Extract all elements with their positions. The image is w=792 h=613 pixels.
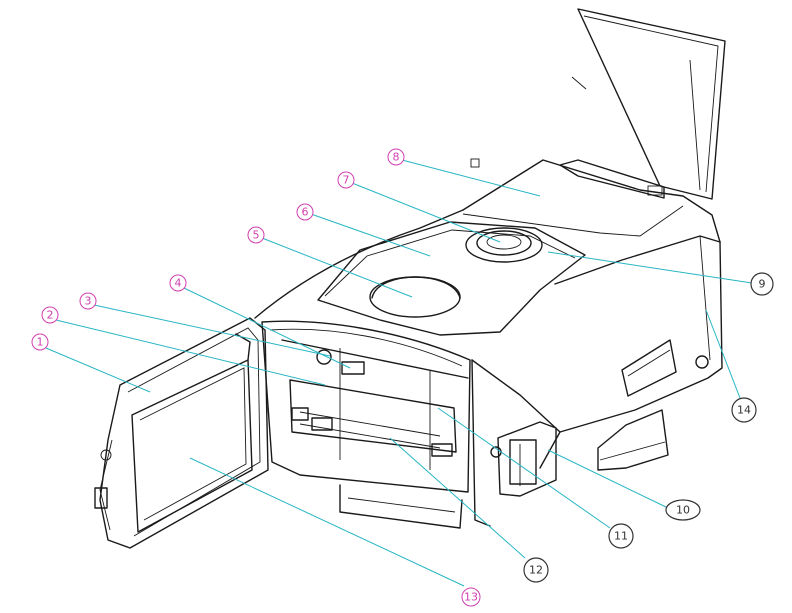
callout-12-label: 12 [529, 564, 543, 577]
callout-8-label: 8 [393, 151, 400, 164]
callout-10: 10 [666, 500, 700, 520]
callout-2-label: 2 [47, 309, 54, 322]
leader-7 [352, 183, 500, 242]
callout-11-label: 11 [614, 530, 628, 543]
callout-6-label: 6 [302, 206, 309, 219]
camera-drawing [95, 9, 725, 548]
callout-3-label: 3 [85, 295, 92, 308]
callout-5: 5 [248, 227, 264, 243]
square-mark [471, 159, 479, 167]
callout-11: 11 [609, 524, 633, 548]
callout-3: 3 [80, 293, 96, 309]
latch [491, 422, 556, 496]
leader-lines [46, 160, 752, 586]
callout-5-label: 5 [253, 229, 260, 242]
callout-6: 6 [297, 204, 313, 220]
callout-14: 14 [732, 398, 756, 422]
callout-1: 1 [32, 334, 48, 350]
callout-1-label: 1 [37, 336, 44, 349]
callout-9: 9 [751, 273, 773, 295]
callout-4-label: 4 [175, 277, 182, 290]
callout-12: 12 [524, 558, 548, 582]
housing-body [255, 160, 722, 528]
leader-14 [706, 310, 740, 398]
leader-12 [390, 438, 525, 558]
callout-10-label: 10 [676, 504, 690, 517]
callout-13: 13 [462, 588, 480, 606]
callout-9-label: 9 [759, 278, 766, 291]
leader-4 [184, 288, 350, 368]
leader-5 [262, 238, 412, 297]
front-door [95, 318, 268, 548]
leader-9 [548, 252, 752, 283]
flip-screen [560, 9, 725, 199]
callout-2: 2 [42, 307, 58, 323]
leader-3 [94, 305, 330, 356]
callout-8: 8 [388, 149, 404, 165]
leader-10 [548, 450, 668, 508]
leader-6 [311, 214, 430, 256]
callout-13-label: 13 [464, 591, 478, 604]
callout-7-label: 7 [343, 174, 350, 187]
callout-14-label: 14 [737, 404, 751, 417]
battery-compartment [262, 321, 470, 492]
callout-4: 4 [170, 275, 186, 291]
leader-1 [46, 348, 150, 392]
callouts: 1 2 3 4 5 6 7 8 9 10 11 12 13 14 [32, 149, 773, 606]
callout-7: 7 [338, 172, 354, 188]
